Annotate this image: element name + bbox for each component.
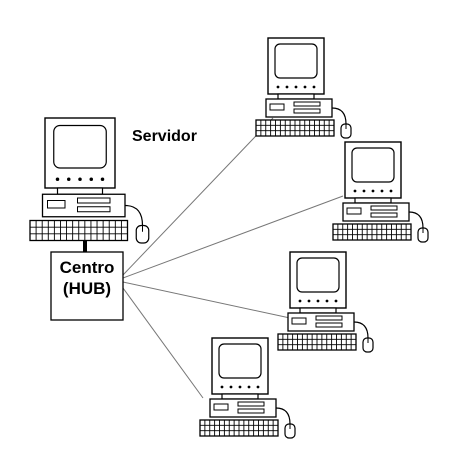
monitor-button [100,177,105,181]
monitor-button [256,385,260,389]
drive-bay [77,206,111,213]
drive-bay [315,322,343,328]
mouse-cable [408,211,424,229]
monitor-button [316,299,320,303]
hub-label: Centro (HUB) [51,257,123,299]
screen [274,43,318,79]
drive-bay [293,108,321,114]
monitor-button [312,85,316,89]
monitor-stand [56,187,104,195]
disk-drive [346,207,362,215]
mouse-cable [124,204,144,226]
computer-icon [255,37,352,139]
hub-label-line2: (HUB) [62,279,112,298]
computer-icon [199,337,296,439]
monitor-button [89,177,93,181]
drive-bay [237,408,265,414]
hub-box [50,251,124,321]
screen [296,257,340,293]
disk-drive [291,317,307,325]
screen [351,147,395,183]
monitor-stand [354,197,392,204]
monitor-button [380,189,384,193]
monitor-button [220,385,224,389]
monitor-button [298,299,302,303]
monitor-stand [221,393,259,400]
drive-bay [77,197,111,204]
monitor-button [285,85,289,89]
monitor-button [229,385,233,389]
monitor-button [78,177,82,181]
monitor-stand [277,93,315,100]
monitor-button [247,385,251,389]
mouse-cable [275,407,291,425]
disk-drive [47,200,66,209]
drive-bay [293,101,321,107]
monitor-button [55,177,60,181]
mouse-cable [331,107,347,125]
hub-client-link [122,281,291,319]
monitor-button [238,385,242,389]
screen [53,124,107,169]
monitor-stand [299,307,337,314]
drive-bay [370,205,398,211]
disk-drive [213,403,229,411]
hub-client-link [122,117,274,276]
computers [29,37,429,439]
drive-bay [237,401,265,407]
drive-bay [315,315,343,321]
hub-client-link [122,195,344,279]
network-links [83,117,344,399]
screen [218,343,262,379]
mouse-cable [353,321,369,339]
hub-label-line1: Centro [59,258,115,277]
drive-bay [370,212,398,218]
monitor-button [371,189,375,193]
computer-icon [332,141,429,243]
monitor-button [67,177,71,181]
monitor-button [334,299,338,303]
hub-client-link [122,287,204,399]
server-label: Servidor [132,128,197,145]
monitor-button [307,299,311,303]
monitor-button [389,189,393,193]
monitor-button [353,189,357,193]
monitor-button [303,85,307,89]
computer-icon [277,251,374,353]
monitor-button [276,85,280,89]
monitor-button [325,299,329,303]
disk-drive [269,103,285,111]
monitor-button [362,189,366,193]
computer-icon [29,117,150,244]
monitor-button [294,85,298,89]
